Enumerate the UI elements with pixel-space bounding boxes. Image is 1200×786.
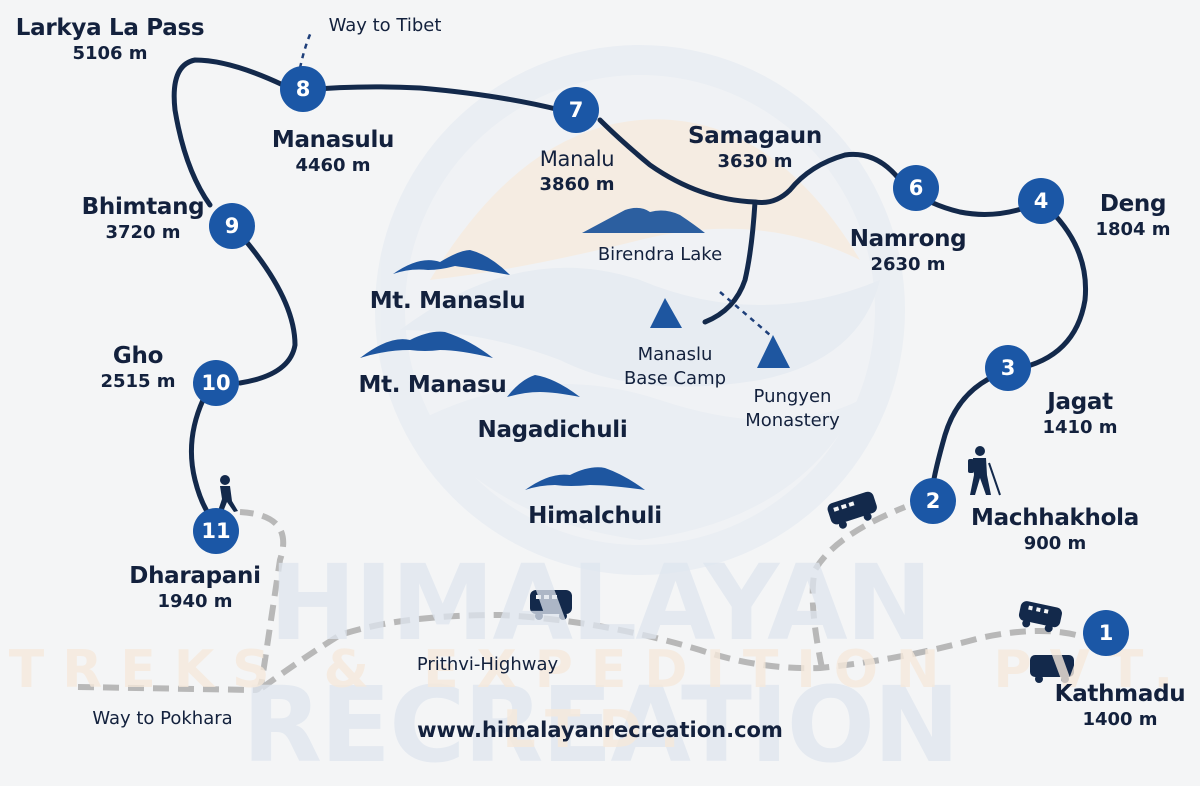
waypoint-name: Samagaun xyxy=(688,123,822,149)
stop-name: Gho xyxy=(112,343,164,369)
stop-altitude: 900 m xyxy=(1023,533,1087,554)
stop-name: Jagat xyxy=(1047,389,1113,415)
peak-label: Mt. Manasu xyxy=(358,372,507,398)
stop-altitude: 2630 m xyxy=(870,254,946,275)
waypoint-altitude: 5106 m xyxy=(72,43,148,64)
stop-label-kathmadu: Kathmadu 1400 m xyxy=(1050,680,1190,732)
landmark-line: Pungyen xyxy=(753,386,832,407)
stop-marker-7[interactable]: 7 xyxy=(553,87,599,133)
road-label-highway: Prithvi-Highway xyxy=(416,654,559,675)
mountain-icon xyxy=(360,331,493,358)
stop-label-gho: Gho 2515 m xyxy=(88,342,188,394)
trek-route-map xyxy=(77,29,1089,694)
bus-icon xyxy=(827,491,877,529)
bus-icon xyxy=(530,590,572,620)
landmark-pungyen-monastery: Pungyen Monastery xyxy=(730,385,855,433)
stop-altitude: 1410 m xyxy=(1042,417,1118,438)
bus-icon xyxy=(1018,601,1062,633)
landmark-line: Base Camp xyxy=(623,368,727,389)
road-label-pokhara: Way to Pokhara xyxy=(92,708,233,729)
triangle-peak-icon xyxy=(650,298,682,328)
peak-label: Himalchuli xyxy=(528,503,662,529)
stop-altitude: 3860 m xyxy=(539,174,615,195)
peak-label: Mt. Manaslu xyxy=(369,288,526,314)
stop-marker-8[interactable]: 8 xyxy=(280,66,326,112)
waypoint-altitude: 3630 m xyxy=(717,151,793,172)
stop-label-deng: Deng 1804 m xyxy=(1078,190,1188,242)
stop-name: Namrong xyxy=(849,226,967,252)
walker-icon xyxy=(218,475,238,512)
landmark-birendra-lake: Birendra Lake xyxy=(597,244,723,265)
stop-altitude: 1940 m xyxy=(157,591,233,612)
waypoint-name: Larkya La Pass xyxy=(15,15,205,41)
stop-marker-3[interactable]: 3 xyxy=(985,345,1031,391)
stop-name: Deng xyxy=(1099,191,1167,217)
road-label-tibet: Way to Tibet xyxy=(328,15,442,36)
stop-altitude: 3720 m xyxy=(105,222,181,243)
stop-marker-10[interactable]: 10 xyxy=(193,360,239,406)
stop-label-manalu: Manalu 3860 m xyxy=(512,145,642,197)
stop-name: Manasulu xyxy=(271,127,395,153)
stop-label-bhimtang: Bhimtang 3720 m xyxy=(78,193,208,245)
triangle-peak-icon xyxy=(757,335,790,368)
watermark-tagline: TREKS & EXPEDITION PVT. LTD. xyxy=(8,640,1192,760)
stop-name: Machhakhola xyxy=(971,505,1139,531)
mountain-icon xyxy=(507,375,580,397)
mountain-icon xyxy=(582,207,705,233)
stop-label-dharapani: Dharapani 1940 m xyxy=(125,562,265,614)
landmark-line: Monastery xyxy=(745,410,840,431)
peak-label: Nagadichuli xyxy=(477,417,628,443)
landmark-line: Manaslu xyxy=(637,344,713,365)
stop-marker-6[interactable]: 6 xyxy=(893,165,939,211)
stop-altitude: 1400 m xyxy=(1082,709,1158,730)
website-url[interactable]: www.himalayanrecreation.com xyxy=(417,718,783,742)
logo-watermark-circle xyxy=(375,45,905,575)
bus-icons xyxy=(530,491,1074,683)
hiker-icons xyxy=(218,446,1001,512)
stop-label-jagat: Jagat 1410 m xyxy=(1030,388,1130,440)
stop-marker-2[interactable]: 2 xyxy=(910,478,956,524)
dashed-spur xyxy=(298,29,771,336)
stop-marker-4[interactable]: 4 xyxy=(1018,178,1064,224)
mountain-icon xyxy=(393,250,510,275)
stop-altitude: 1804 m xyxy=(1095,219,1171,240)
stop-label-machhakhola: Machhakhola 900 m xyxy=(965,504,1145,556)
stop-marker-9[interactable]: 9 xyxy=(209,203,255,249)
stop-altitude: 2515 m xyxy=(100,371,176,392)
waypoint-larkya-la-pass: Larkya La Pass 5106 m xyxy=(5,14,215,66)
stop-marker-1[interactable]: 1 xyxy=(1083,610,1129,656)
stop-name: Dharapani xyxy=(129,563,261,589)
bus-icon xyxy=(1030,655,1074,683)
stop-name: Bhimtang xyxy=(81,194,205,220)
stop-name: Kathmadu xyxy=(1054,681,1186,707)
stop-marker-11[interactable]: 11 xyxy=(193,508,239,554)
mountain-icons xyxy=(360,207,790,490)
hiker-icon xyxy=(968,446,1001,496)
road-network xyxy=(77,504,1081,694)
stop-label-manasulu: Manasulu 4460 m xyxy=(258,126,408,178)
mountain-icon xyxy=(525,467,645,490)
stop-altitude: 4460 m xyxy=(295,155,371,176)
landmark-manaslu-base-camp: Manaslu Base Camp xyxy=(610,343,740,391)
waypoint-samagaun: Samagaun 3630 m xyxy=(680,122,830,174)
stop-label-namrong: Namrong 2630 m xyxy=(838,225,978,277)
stop-name: Manalu xyxy=(539,147,615,171)
